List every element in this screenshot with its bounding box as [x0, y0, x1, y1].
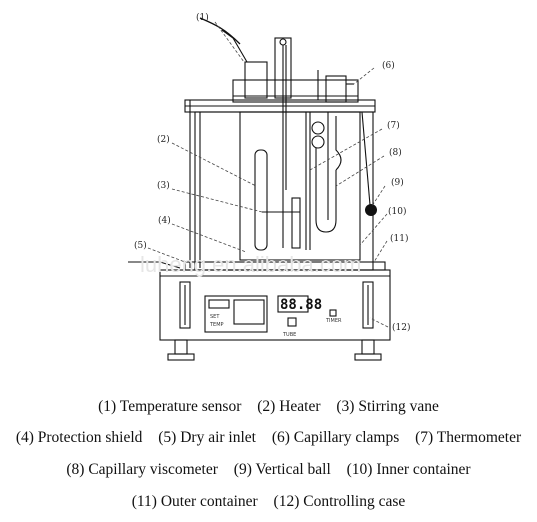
callout-8: (8) — [389, 147, 402, 158]
capillary-clamps — [325, 75, 347, 103]
heater-element — [254, 149, 268, 251]
legend-item: (10) Inner container — [346, 461, 471, 478]
callout-5: (5) — [134, 240, 147, 251]
svg-text:TEMP: TEMP — [209, 322, 224, 328]
callout-3: (3) — [157, 180, 170, 191]
legend-line-3: (8) Capillary viscometer (9) Vertical ba… — [0, 461, 537, 479]
legend-item: (4) Protection shield — [15, 429, 143, 446]
callout-7: (7) — [387, 120, 400, 131]
callout-10: (10) — [388, 206, 406, 217]
legend-item: (6) Capillary clamps — [271, 429, 400, 446]
legend-line-2: (4) Protection shield (5) Dry air inlet … — [0, 429, 537, 447]
digital-display — [277, 295, 309, 313]
display-digits: 88.88 — [280, 297, 322, 313]
inner-container — [239, 111, 361, 261]
vertical-ball — [365, 204, 377, 216]
outer-container — [194, 111, 374, 271]
legend-item: (2) Heater — [257, 398, 321, 415]
top-head — [232, 79, 359, 103]
legend-line-4: (11) Outer container (12) Controlling ca… — [0, 493, 537, 511]
callout-1: (1) — [196, 12, 209, 23]
callout-4: (4) — [158, 215, 171, 226]
apparatus-diagram: 88.88 SET TEMP TUBE TIMER luheng.en.alib… — [128, 12, 410, 361]
control-panel — [204, 295, 268, 333]
callout-12: (12) — [392, 322, 410, 333]
callout-11: (11) — [390, 233, 408, 244]
svg-text:TUBE: TUBE — [282, 332, 296, 338]
legend-item: (5) Dry air inlet — [158, 429, 256, 446]
callout-6: (6) — [382, 60, 395, 71]
svg-text:TIMER: TIMER — [325, 318, 342, 324]
legend-item: (1) Temperature sensor — [98, 398, 242, 415]
temperature-sensor — [244, 61, 268, 99]
legend-line-1: (1) Temperature sensor (2) Heater (3) St… — [0, 398, 537, 416]
legend-item: (11) Outer container — [131, 493, 258, 510]
legend-item: (7) Thermometer — [415, 429, 522, 446]
callout-9: (9) — [391, 177, 404, 188]
controlling-case — [159, 269, 391, 341]
legend-item: (9) Vertical ball — [233, 461, 331, 478]
legend-item: (12) Controlling case — [273, 493, 406, 510]
legend-item: (3) Stirring vane — [336, 398, 439, 415]
legend-item: (8) Capillary viscometer — [66, 461, 218, 478]
svg-text:SET: SET — [210, 314, 220, 320]
watermark: luheng.en.alibaba.com — [140, 252, 361, 277]
callout-2: (2) — [157, 134, 170, 145]
